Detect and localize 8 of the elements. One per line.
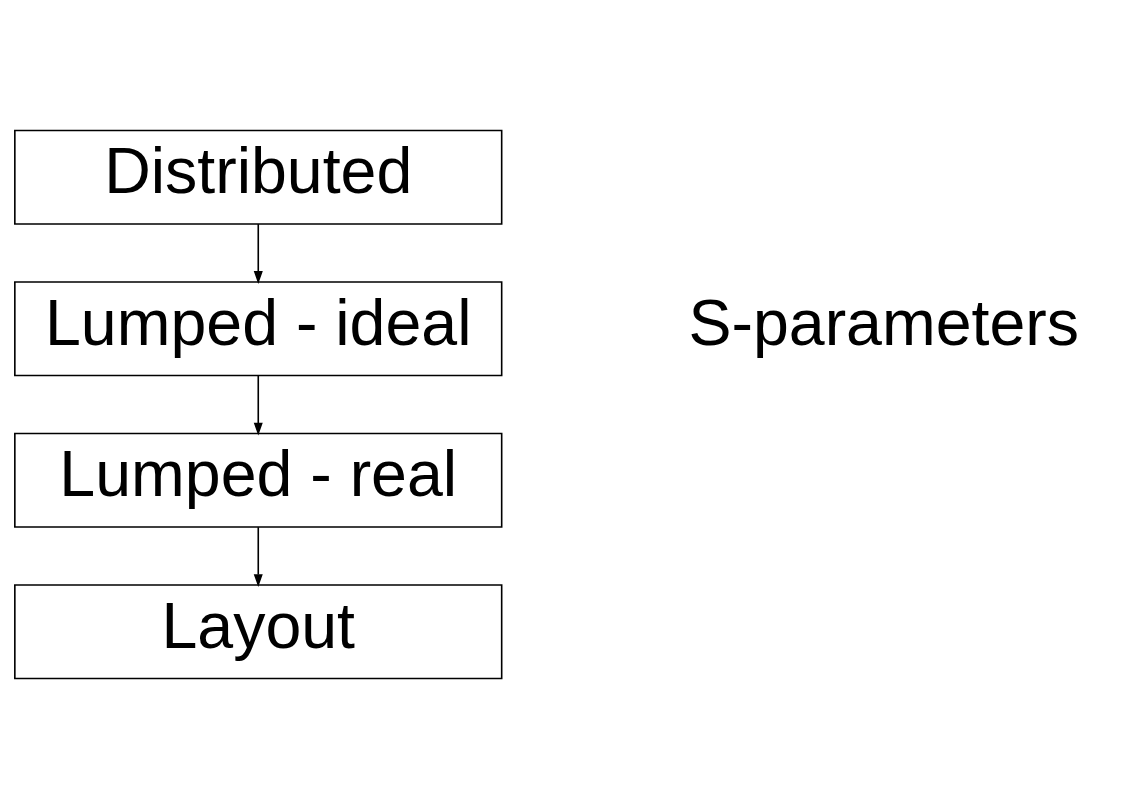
arrow	[253, 374, 263, 436]
node-box: Lumped - real	[14, 432, 503, 528]
arrow	[253, 526, 263, 588]
node-box: Distributed	[14, 129, 503, 225]
node-box: Lumped - ideal	[14, 281, 503, 377]
node-box: Layout	[14, 584, 503, 680]
label: S-parameters	[688, 286, 1080, 359]
arrow	[253, 223, 263, 284]
